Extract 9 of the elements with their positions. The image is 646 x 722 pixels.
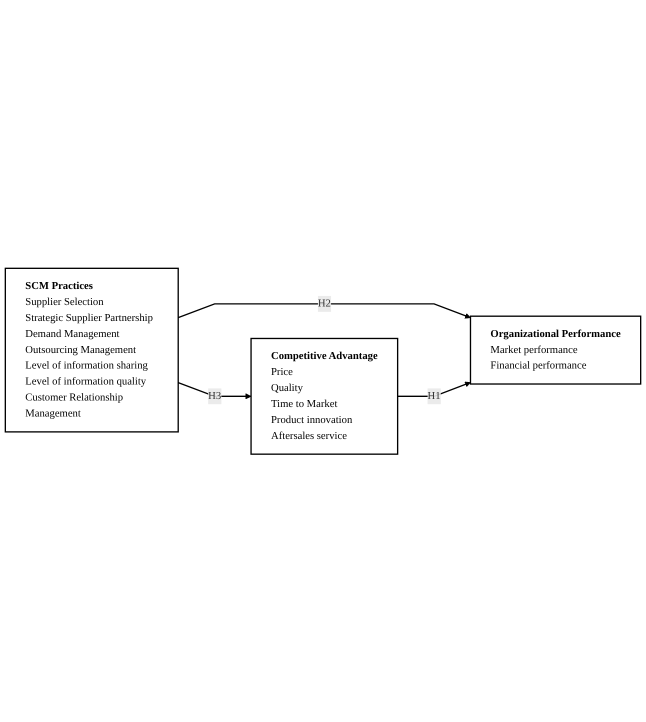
edge-label: H3 [208,390,222,402]
edge-label: H1 [428,390,441,402]
arrow [398,381,471,397]
arrow [178,302,471,318]
node-box: Competitive Advantage Price Quality Time to Market Product innovation Aftersales service [250,338,398,455]
node-box: SCM Practices Supplier Selection Strategic Supplier Partnership Demand Management Outsourcing Management Level of information sharing Level of information quality Customer Relationship Management [4,267,179,432]
arrow [178,382,252,399]
node-box: Organizational Performance Market performance Financial performance [470,315,642,384]
edge-label: H2 [318,298,331,309]
